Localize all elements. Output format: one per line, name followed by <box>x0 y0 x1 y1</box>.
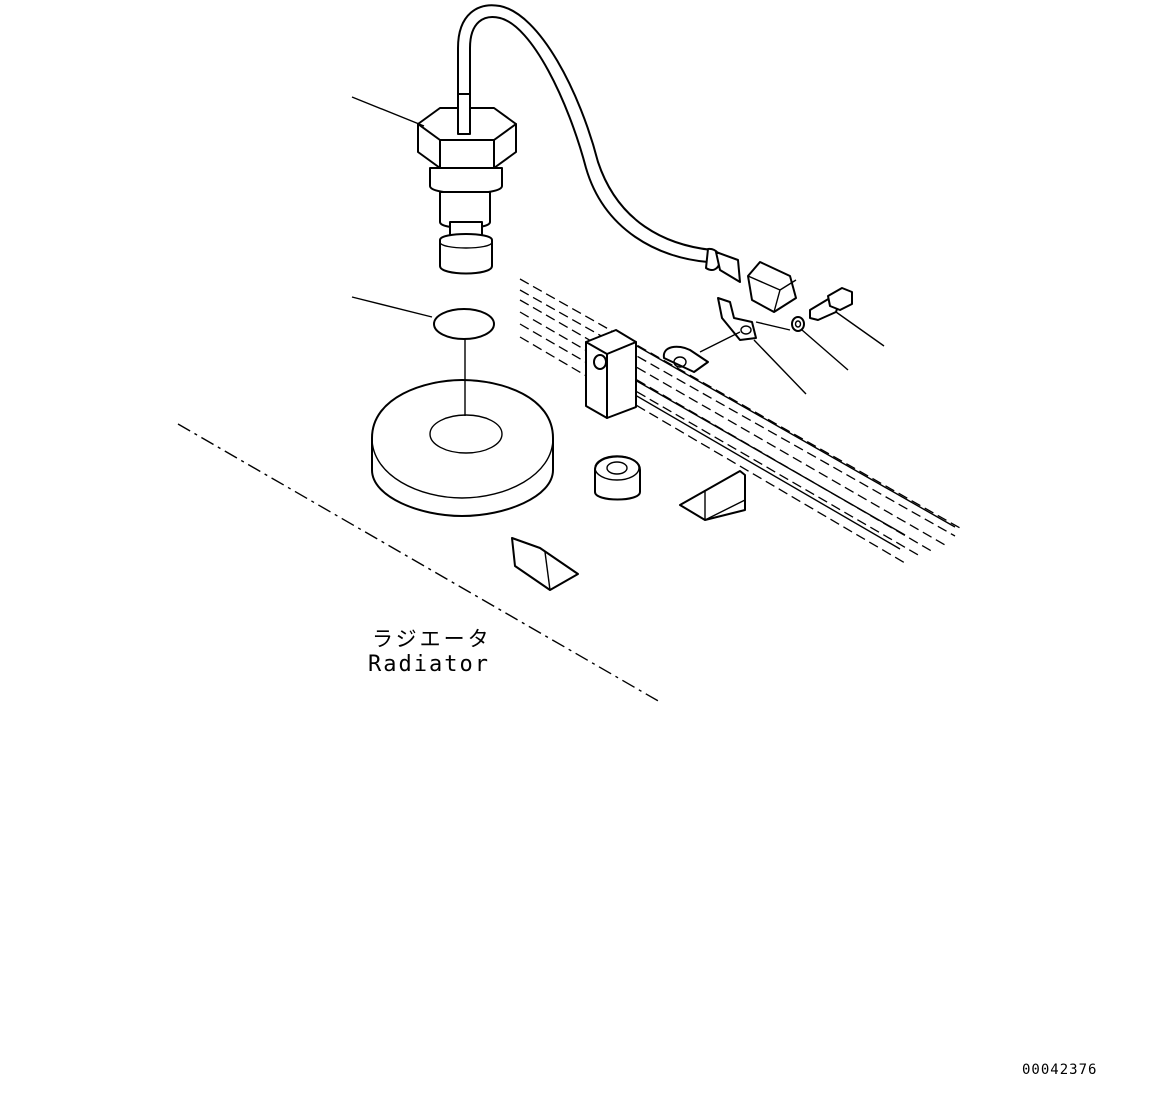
radiator-edge-line <box>177 423 661 703</box>
sensor-leader <box>351 96 425 127</box>
radiator-label-en: Radiator <box>368 652 490 677</box>
gasket <box>433 308 495 340</box>
angle-bracket-right <box>679 470 746 521</box>
washer <box>755 316 849 371</box>
drawing-number: 00042376 <box>1022 1062 1097 1078</box>
rail-tab <box>662 345 709 373</box>
gasket-leader <box>351 296 433 318</box>
frame-rail-solid <box>634 344 956 550</box>
bracket-block <box>585 329 637 419</box>
filler-neck <box>371 379 554 517</box>
sensor <box>417 4 797 313</box>
angle-bracket-lower <box>511 537 579 591</box>
bolt <box>809 287 885 347</box>
spacer <box>594 455 641 501</box>
radiator-label-jp: ラジエータ <box>372 627 492 651</box>
clip <box>699 297 807 395</box>
